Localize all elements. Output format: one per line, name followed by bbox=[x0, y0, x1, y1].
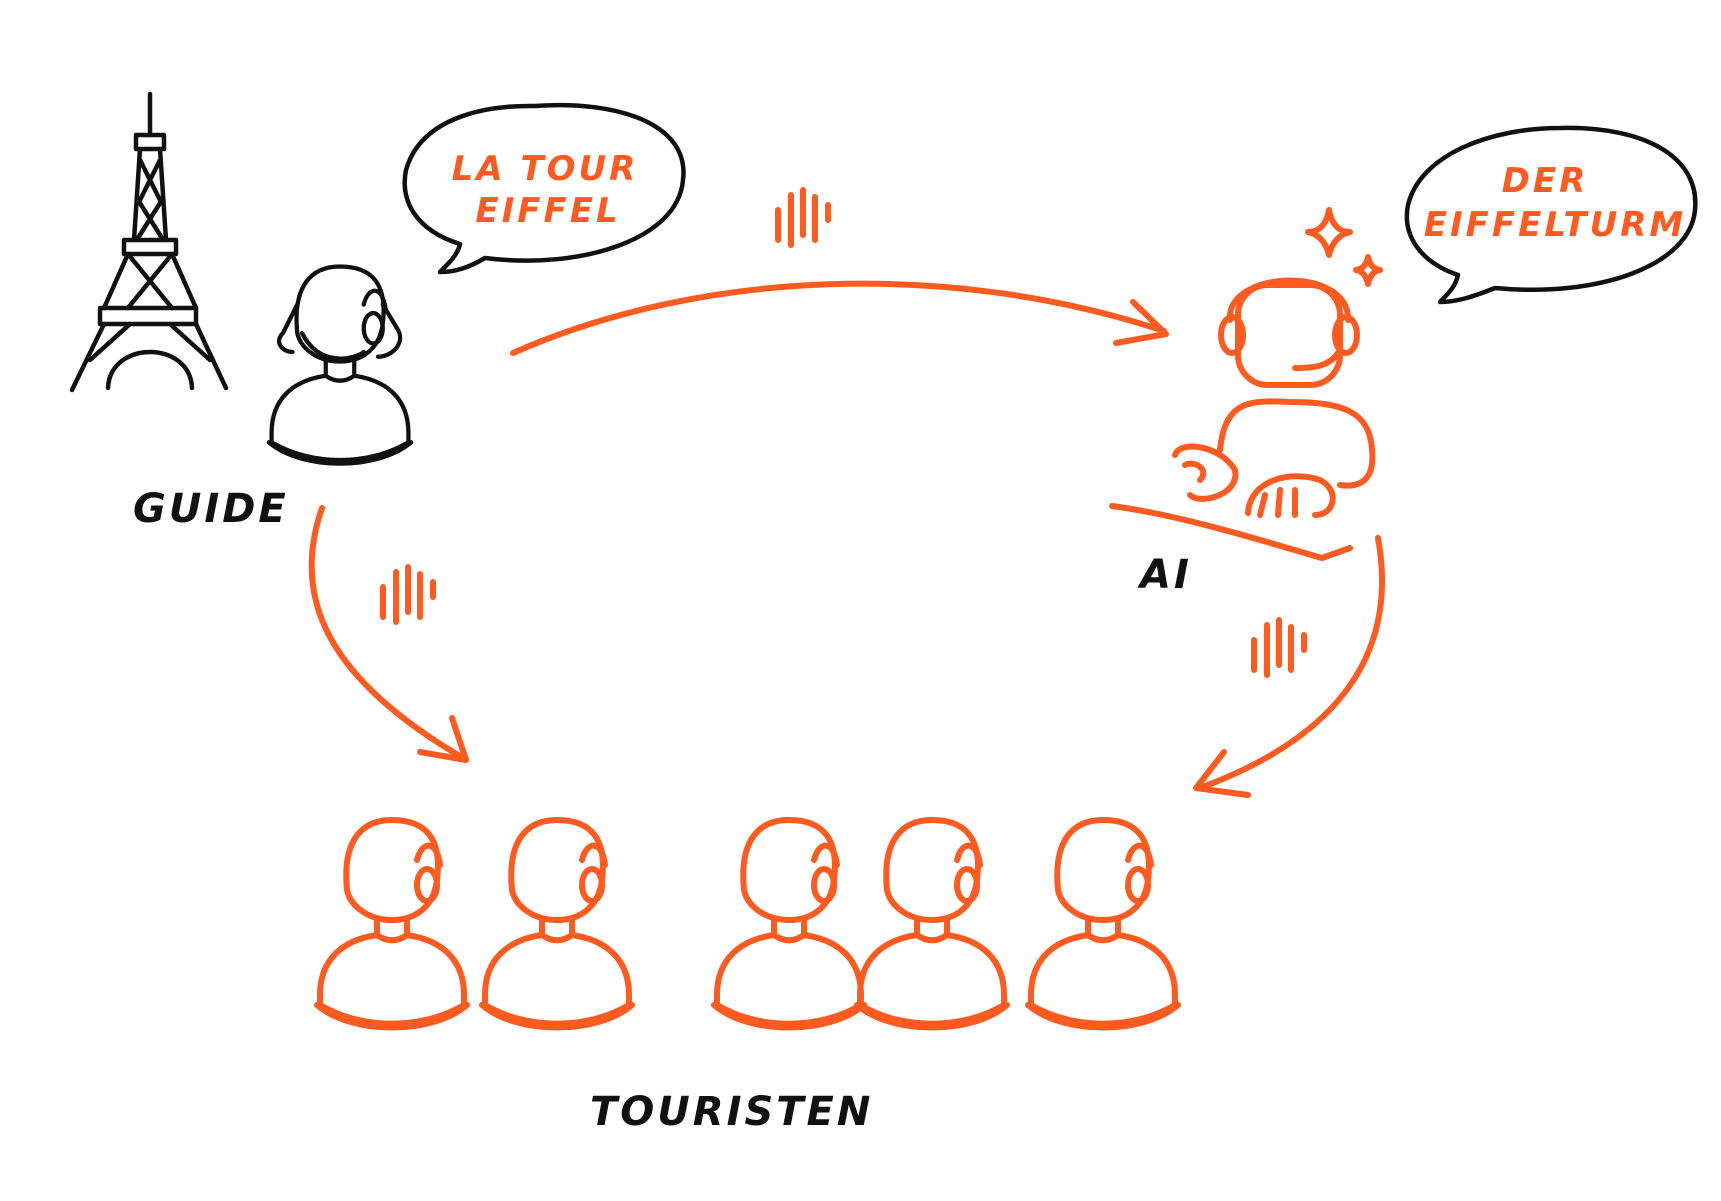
guide-label: GUIDE bbox=[133, 486, 289, 532]
sparkle-icon bbox=[1305, 207, 1383, 287]
guide-speech-line-2: EIFFEL bbox=[475, 191, 620, 231]
sound-wave-icon bbox=[380, 564, 436, 625]
sound-wave-icon bbox=[1251, 617, 1307, 678]
guide-speech-line-1: LA TOUR bbox=[452, 149, 639, 189]
guide-headset-person-icon bbox=[269, 267, 412, 464]
tourist-headset-icon bbox=[482, 820, 632, 1028]
ai-label: AI bbox=[1137, 552, 1192, 598]
ai-speech-line-1: DER bbox=[1502, 161, 1589, 201]
guide-speech-bubble: LA TOUR EIFFEL bbox=[402, 102, 686, 275]
ai-speech-bubble: DER EIFFELTURM bbox=[1404, 125, 1698, 305]
arrow-guide-to-ai bbox=[510, 280, 1169, 356]
sound-wave-icon bbox=[775, 187, 831, 248]
tourists-group bbox=[317, 820, 1178, 1028]
tourist-headset-icon bbox=[317, 820, 467, 1028]
ai-robot-icon bbox=[1109, 277, 1376, 561]
arrow-guide-to-tourists bbox=[308, 505, 469, 763]
tourist-headset-icon bbox=[857, 820, 1007, 1028]
ai-speech-line-2: EIFFELTURM bbox=[1424, 205, 1686, 245]
eiffel-tower-icon bbox=[69, 91, 229, 393]
tourists-label: TOURISTEN bbox=[590, 1089, 873, 1135]
tourist-headset-icon bbox=[714, 820, 864, 1028]
arrow-ai-to-tourists bbox=[1193, 535, 1385, 798]
tourist-headset-icon bbox=[1028, 820, 1178, 1028]
